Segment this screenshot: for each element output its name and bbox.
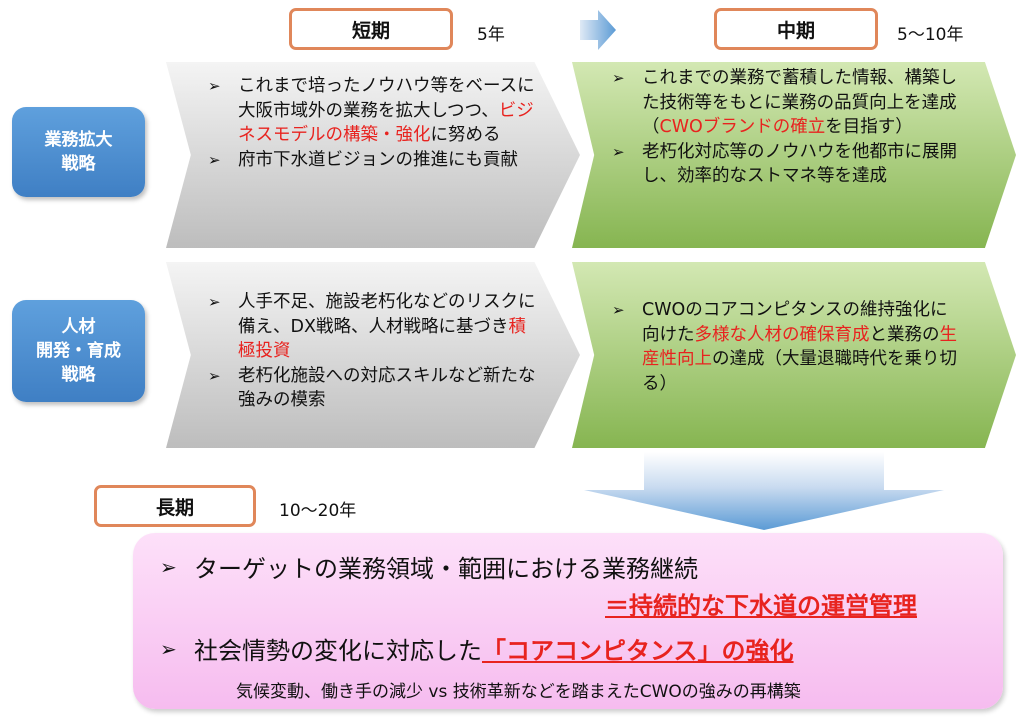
plain-text: 府市下水道ビジョンの推進にも貢献 — [238, 149, 518, 170]
bullet-text: 老朽化対応等のノウハウを他都市に展開し、効率的なストマネ等を達成 — [642, 140, 962, 189]
highlight-text: 多様な人材の確保育成 — [694, 324, 870, 345]
plain-text: 老朽化対応等のノウハウを他都市に展開し、効率的なストマネ等を達成 — [642, 141, 957, 187]
plain-text: これまでの業務で蓄積した情報、構築した技術等をもとに業務の品質向上を達成（ — [642, 68, 957, 137]
long-item-1-result: ＝持続的な下水道の運営管理 — [605, 592, 917, 620]
bullet-arrow-icon: ➢ — [208, 150, 221, 169]
long-item-2: ➢ 社会情勢の変化に対応した「コアコンピタンス」の強化 — [160, 631, 794, 666]
phase-mid-label: 中期 — [714, 8, 878, 50]
long-term-box — [133, 533, 1003, 709]
long-item-2-emph: 「コアコンピタンス」の強化 — [482, 637, 794, 665]
highlight-text: ビジネスモデルの構築・強化 — [238, 100, 534, 146]
bullet-arrow-icon: ➢ — [208, 77, 221, 95]
highlight-text: 生産性向上 — [642, 324, 957, 370]
bullet-item: ➢ これまでの業務で蓄積した情報、構築した技術等をもとに業務の品質向上を達成（CW… — [612, 66, 962, 140]
highlight-text: 積極投資 — [238, 316, 526, 362]
bullet-arrow-icon: ➢ — [160, 636, 177, 661]
short-row2-list: ➢ 人手不足、施設老朽化などのリスクに備え、DX戦略、人材戦略に基づき積極投資 ➢ 老… — [208, 290, 538, 413]
bullet-text: 老朽化施設への対応スキルなど新たな強みの模索 — [238, 364, 538, 413]
category-line: 戦略 — [61, 365, 96, 385]
bullet-item: ➢ 老朽化施設への対応スキルなど新たな強みの模索 — [208, 364, 538, 413]
short-term-row2 — [166, 262, 580, 448]
mid-row2-list: ➢ CWOのコアコンピタンスの維持強化に向けた多様な人材の確保育成と業務の生産性向… — [612, 298, 962, 396]
bullet-arrow-icon: ➢ — [208, 293, 221, 311]
long-item-2-prefix: 社会情勢の変化に対応した — [194, 637, 482, 665]
bullet-arrow-icon: ➢ — [208, 366, 221, 385]
bullet-text: 人手不足、施設老朽化などのリスクに備え、DX戦略、人材戦略に基づき積極投資 — [238, 290, 538, 364]
plain-text: これまで培ったノウハウ等をベースに大阪市域外の業務を拡大しつつ、 — [238, 76, 535, 121]
phase-long-span: 10〜20年 — [279, 501, 357, 521]
short-row1-list: ➢ これまで培ったノウハウ等をベースに大阪市域外の業務を拡大しつつ、ビジネスモデル… — [208, 74, 538, 172]
bullet-text: 府市下水道ビジョンの推進にも貢献 — [238, 148, 538, 173]
phase-short-span: 5年 — [477, 25, 505, 45]
category-hr-development: 人材開発・育成戦略 — [12, 300, 145, 402]
category-line: 開発・育成 — [36, 341, 121, 361]
long-item-1-text: ターゲットの業務領域・範囲における業務継続 — [194, 555, 698, 583]
category-business-expansion: 業務拡大戦略 — [12, 107, 145, 197]
bullet-text: これまで培ったノウハウ等をベースに大阪市域外の業務を拡大しつつ、ビジネスモデルの… — [238, 74, 538, 148]
plain-text: 人手不足、施設老朽化などのリスクに備え、DX戦略、人材戦略に基づき — [238, 292, 536, 337]
bullet-item: ➢ 老朽化対応等のノウハウを他都市に展開し、効率的なストマネ等を達成 — [612, 140, 962, 189]
mid-term-row1 — [572, 62, 1016, 248]
bullet-text: CWOのコアコンピタンスの維持強化に向けた多様な人材の確保育成と業務の生産性向上… — [642, 298, 962, 396]
plain-text: の達成（大量退職時代を乗り切る） — [642, 349, 957, 394]
bullet-item: ➢ CWOのコアコンピタンスの維持強化に向けた多様な人材の確保育成と業務の生産性向… — [612, 298, 962, 396]
bullet-item: ➢ 人手不足、施設老朽化などのリスクに備え、DX戦略、人材戦略に基づき積極投資 — [208, 290, 538, 364]
bullet-item: ➢ これまで培ったノウハウ等をベースに大阪市域外の業務を拡大しつつ、ビジネスモデル… — [208, 74, 538, 148]
plain-text: CWOのコアコンピタンスの維持強化に向けた — [642, 300, 948, 345]
phase-short-label: 短期 — [289, 8, 453, 50]
phase-long-label: 長期 — [94, 485, 256, 527]
phase-mid-span: 5〜10年 — [897, 25, 964, 45]
plain-text: と業務の — [869, 324, 940, 345]
bullet-arrow-icon: ➢ — [612, 142, 625, 161]
bullet-arrow-icon: ➢ — [612, 69, 625, 87]
category-line: 人材 — [61, 317, 96, 337]
mid-row1-list: ➢ これまでの業務で蓄積した情報、構築した技術等をもとに業務の品質向上を達成（CW… — [612, 66, 962, 189]
long-note: 気候変動、働き手の減少 vs 技術革新などを踏まえたCWOの強みの再構築 — [236, 682, 801, 702]
plain-text: 老朽化施設への対応スキルなど新たな強みの模索 — [238, 365, 536, 411]
plain-text: に努める — [430, 125, 501, 145]
bullet-item: ➢ 府市下水道ビジョンの推進にも貢献 — [208, 148, 538, 173]
bullet-arrow-icon: ➢ — [612, 301, 625, 319]
category-line: 戦略 — [61, 154, 96, 174]
bullet-text: これまでの業務で蓄積した情報、構築した技術等をもとに業務の品質向上を達成（CWO… — [642, 66, 962, 140]
long-item-1: ➢ ターゲットの業務領域・範囲における業務継続 — [160, 549, 698, 584]
bullet-arrow-icon: ➢ — [160, 554, 177, 579]
short-term-row1 — [166, 62, 580, 248]
plain-text: を目指す） — [825, 117, 913, 137]
down-arrow-icon — [584, 452, 944, 530]
highlight-text: CWOブランドの確立 — [659, 117, 826, 137]
category-line: 業務拡大 — [44, 130, 113, 150]
right-arrow-icon — [580, 10, 616, 50]
mid-term-row2 — [572, 262, 1016, 448]
